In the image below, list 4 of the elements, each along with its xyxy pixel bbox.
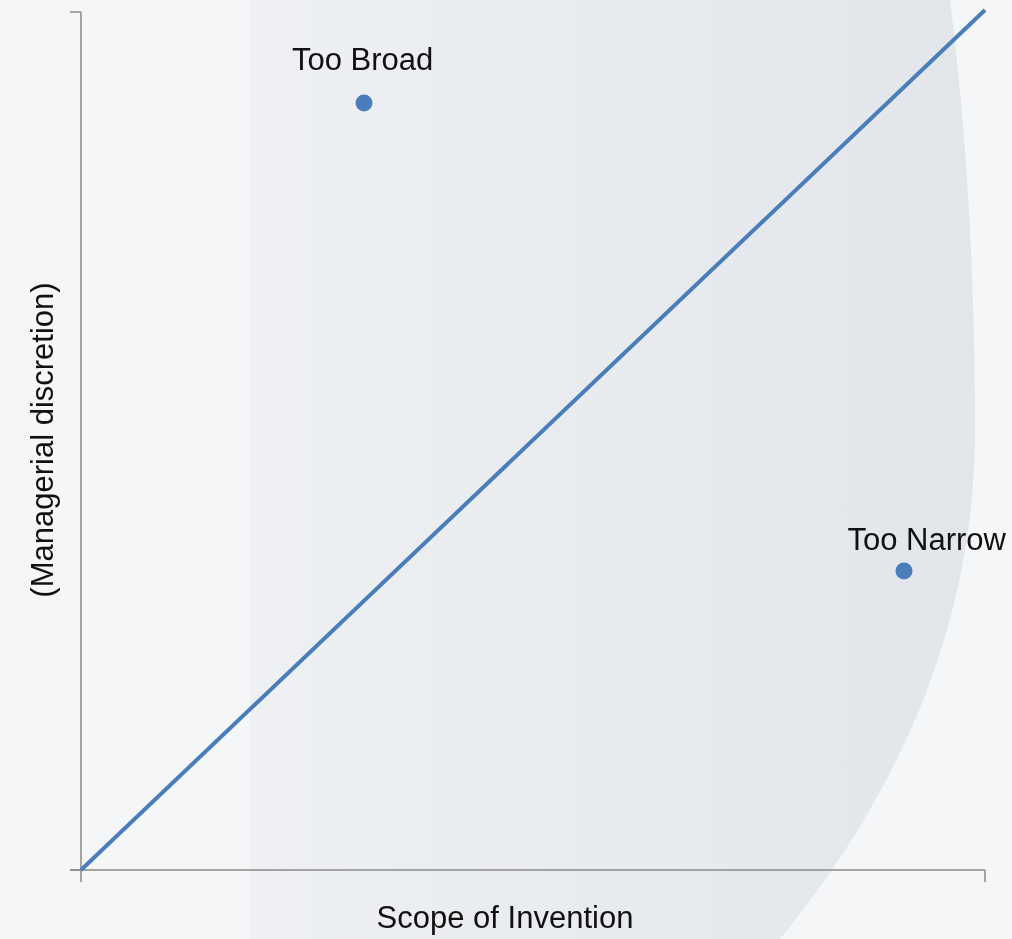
point-label: Too Narrow xyxy=(847,524,1006,555)
axis-title: (Managerial discretion) xyxy=(26,282,58,598)
axis-title: Scope of Invention xyxy=(376,902,634,933)
point-label: Too Broad xyxy=(292,44,434,75)
